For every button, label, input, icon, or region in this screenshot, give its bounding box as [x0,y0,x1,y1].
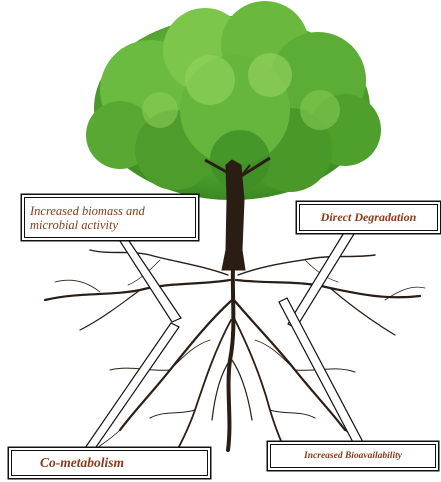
label-biomass-line2: microbial activity [30,218,118,232]
label-increased-biomass: Increased biomass and microbial activity [24,197,196,238]
connector-bioavailability [279,298,364,446]
label-biomass-line1: Increased biomass and [30,204,145,218]
label-direct-degradation: Direct Degradation [299,204,438,231]
label-co-metabolism: Co-metabolism [11,450,208,476]
connector-co-metabolism [85,323,179,450]
connector-biomass [118,238,181,322]
label-increased-bioavailability: Increased Bioavailability [270,444,436,468]
connector-direct-degradation [288,231,354,328]
